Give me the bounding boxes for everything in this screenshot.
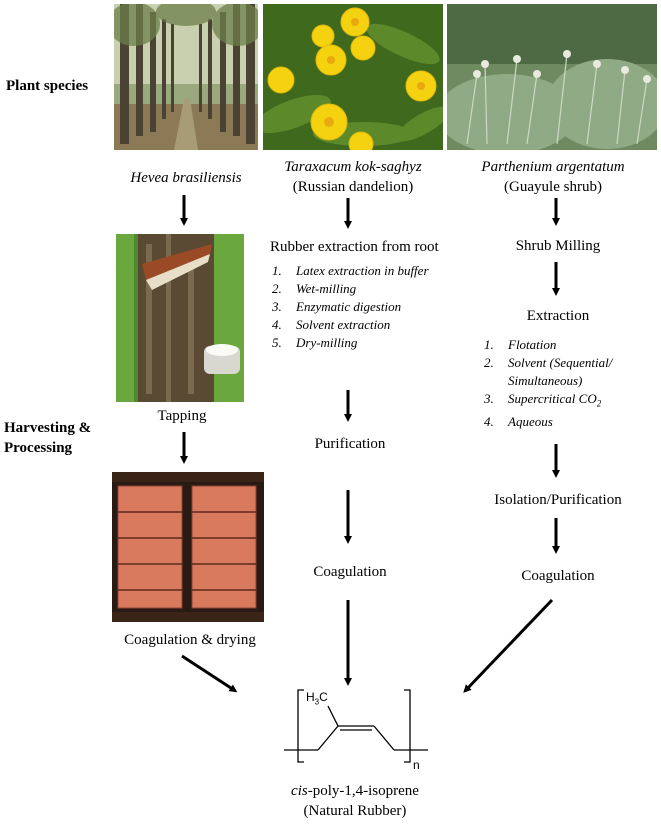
parthenium-extraction-label: Extraction bbox=[526, 308, 590, 324]
dandelion-photo bbox=[263, 4, 443, 150]
product-name: cis-poly-1,4-isoprene bbox=[291, 783, 419, 799]
list-item: 5.Dry-milling bbox=[272, 335, 358, 350]
isoprene-structure bbox=[284, 689, 428, 763]
hevea-coagulation-label: Coagulation & drying bbox=[124, 632, 256, 648]
hevea-tapping-label: Tapping bbox=[157, 408, 207, 424]
hevea-species-label: Hevea brasiliensis bbox=[130, 170, 242, 186]
taraxacum-extraction-title: Rubber extraction from root bbox=[270, 239, 439, 255]
taraxacum-species-label: Taraxacum kok-saghyz bbox=[284, 159, 422, 175]
guayule-photo bbox=[447, 4, 657, 150]
parthenium-extraction-steps: 1.Flotation 2.Solvent (Sequential/ Simul… bbox=[484, 336, 612, 431]
arrow-hevea-to-product bbox=[181, 654, 238, 693]
list-item: 3.Enzymatic digestion bbox=[272, 299, 402, 314]
list-item: 3.Supercritical CO2 bbox=[484, 391, 602, 409]
row-label-harvesting: Harvesting & Processing bbox=[4, 418, 91, 458]
list-item: Simultaneous) bbox=[508, 373, 583, 388]
list-item: 4.Solvent extraction bbox=[272, 317, 391, 332]
taraxacum-extraction-steps: 1.Latex extraction in buffer 2.Wet-milli… bbox=[272, 262, 429, 352]
parthenium-species-block: Parthenium argentatum (Guayule shrub) bbox=[448, 157, 658, 197]
tapping-photo bbox=[116, 234, 244, 402]
parthenium-coagulation-label: Coagulation bbox=[521, 568, 595, 584]
hevea-forest-photo bbox=[114, 4, 258, 150]
parthenium-isolation-label: Isolation/Purification bbox=[494, 492, 622, 508]
parthenium-species-label: Parthenium argentatum bbox=[481, 159, 625, 175]
arrow-parthenium-to-product bbox=[463, 598, 554, 693]
list-item: 2.Wet-milling bbox=[272, 281, 357, 296]
taraxacum-coagulation-label: Coagulation bbox=[313, 564, 387, 580]
parthenium-common-label: (Guayule shrub) bbox=[504, 179, 602, 195]
list-item: 1.Flotation bbox=[484, 337, 557, 352]
row-label-harvesting-line1: Harvesting & bbox=[4, 420, 92, 436]
taraxacum-common-label: (Russian dandelion) bbox=[292, 179, 414, 195]
product-common-name: (Natural Rubber) bbox=[303, 803, 407, 819]
rubber-sheets-photo bbox=[112, 472, 264, 622]
list-item: 2.Solvent (Sequential/ bbox=[484, 355, 613, 370]
parthenium-milling-label: Shrub Milling bbox=[515, 238, 601, 254]
taraxacum-purification-label: Purification bbox=[314, 436, 386, 452]
list-item: 1.Latex extraction in buffer bbox=[272, 263, 429, 278]
product-name-block: cis-poly-1,4-isoprene (Natural Rubber) bbox=[250, 781, 460, 821]
row-label-plant-species: Plant species bbox=[6, 78, 89, 94]
taraxacum-species-block: Taraxacum kok-saghyz (Russian dandelion) bbox=[262, 157, 444, 197]
structure-repeat-n: n bbox=[413, 758, 420, 772]
row-label-harvesting-line2: Processing bbox=[4, 440, 73, 456]
list-item: 4.Aqueous bbox=[484, 413, 553, 429]
structure-methyl-label: H3C bbox=[306, 690, 328, 707]
